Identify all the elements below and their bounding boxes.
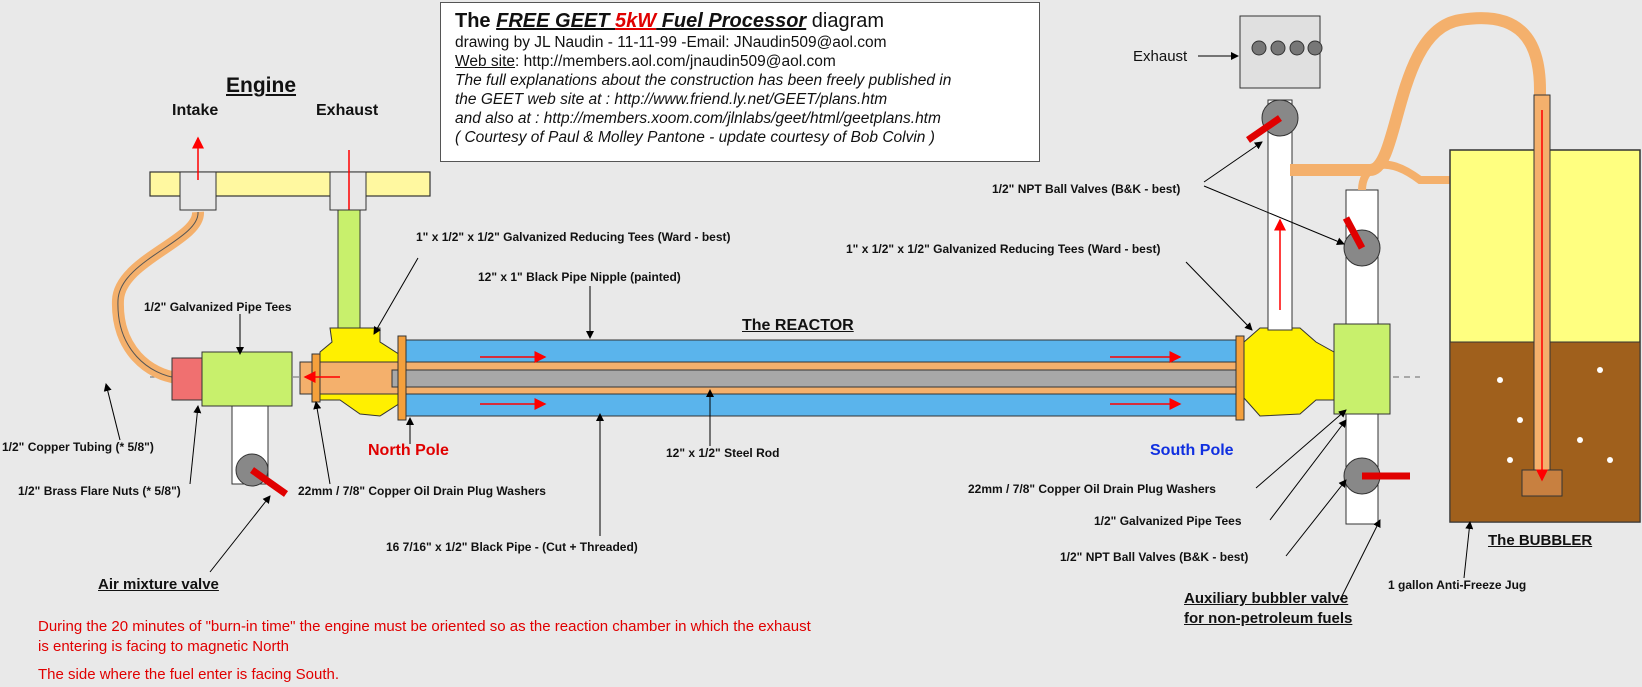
air-mixture-valve-label: Air mixture valve: [98, 576, 219, 593]
galv-pipe-tees-left-label: 1/2" Galvanized Pipe Tees: [144, 300, 292, 314]
fuel-side-note: The side where the fuel enter is facing …: [38, 666, 340, 683]
title-box: The FREE GEET 5kW Fuel Processor diagram…: [440, 2, 1040, 162]
note-2: the GEET web site at : http://www.friend…: [455, 91, 888, 108]
intake-label: Intake: [172, 102, 219, 119]
brass-flare-nuts-label: 1/2" Brass Flare Nuts (* 5/8"): [18, 484, 181, 498]
diagram-title: The FREE GEET 5kW Fuel Processor diagram: [455, 10, 885, 32]
washers-left-label: 22mm / 7/8" Copper Oil Drain Plug Washer…: [298, 484, 546, 498]
galv-pipe-tees-right-label: 1/2" Galvanized Pipe Tees: [1094, 514, 1242, 528]
bubbler-feed-tubing: [1290, 12, 1546, 500]
copper-tubing-label: 1/2" Copper Tubing (* 5/8"): [2, 440, 154, 454]
byline: drawing by JL Naudin - 11-11-99 -Email: …: [455, 34, 887, 51]
website-line: Web site: http://members.aol.com/jnaudin…: [455, 53, 836, 70]
reactor-outer-nipple: [403, 339, 1239, 363]
anti-freeze-jug-label: 1 gallon Anti-Freeze Jug: [1388, 578, 1527, 592]
bubbler-label: The BUBBLER: [1488, 532, 1593, 549]
black-pipe-label: 16 7/16" x 1/2" Black Pipe - (Cut + Thre…: [386, 540, 638, 554]
copper-tubing: [111, 211, 204, 384]
steel-rod-label: 12" x 1/2" Steel Rod: [666, 446, 780, 460]
aux-bubbler-valve-label-1: Auxiliary bubbler valve: [1184, 590, 1349, 607]
exhaust-downpipe: [337, 209, 361, 329]
note-4: ( Courtesy of Paul & Molley Pantone - up…: [455, 129, 935, 146]
galvanized-tee-left: [201, 351, 293, 407]
north-pole-label: North Pole: [368, 442, 449, 459]
website-link[interactable]: Web site: [455, 53, 516, 70]
brass-flare-nut-left: [171, 357, 203, 401]
burn-in-note-2: is entering is facing to magnetic North: [38, 638, 289, 655]
leader-lines: [103, 52, 1474, 601]
engine-title: Engine: [226, 74, 297, 97]
steel-rod: [391, 369, 1253, 388]
npt-ball-valves-bottom-label: 1/2" NPT Ball Valves (B&K - best): [1060, 550, 1249, 564]
south-pole-label: South Pole: [1150, 442, 1234, 459]
note-3: and also at : http://members.xoom.com/jl…: [455, 110, 941, 127]
aux-bubbler-valve-label-2: for non-petroleum fuels: [1184, 610, 1353, 627]
reducing-tees-right-label: 1" x 1/2" x 1/2" Galvanized Reducing Tee…: [846, 242, 1161, 256]
reducing-tees-left-label: 1" x 1/2" x 1/2" Galvanized Reducing Tee…: [416, 230, 731, 244]
washers-right-label: 22mm / 7/8" Copper Oil Drain Plug Washer…: [968, 482, 1216, 496]
burn-in-note-1: During the 20 minutes of "burn-in time" …: [38, 618, 811, 635]
note-1: The full explanations about the construc…: [455, 72, 952, 89]
exhaust-top-label: Exhaust: [1133, 48, 1188, 65]
bubbler-jug: [1449, 94, 1641, 523]
reducing-tee-right: [1243, 327, 1335, 417]
engine-exhaust-label: Exhaust: [316, 102, 379, 119]
black-pipe-nipple-label: 12" x 1" Black Pipe Nipple (painted): [478, 270, 681, 284]
engine-manifold: [149, 136, 431, 247]
npt-ball-valves-top-label: 1/2" NPT Ball Valves (B&K - best): [992, 182, 1181, 196]
galvanized-tee-right: [1333, 323, 1391, 415]
reactor-label: The REACTOR: [742, 317, 854, 334]
